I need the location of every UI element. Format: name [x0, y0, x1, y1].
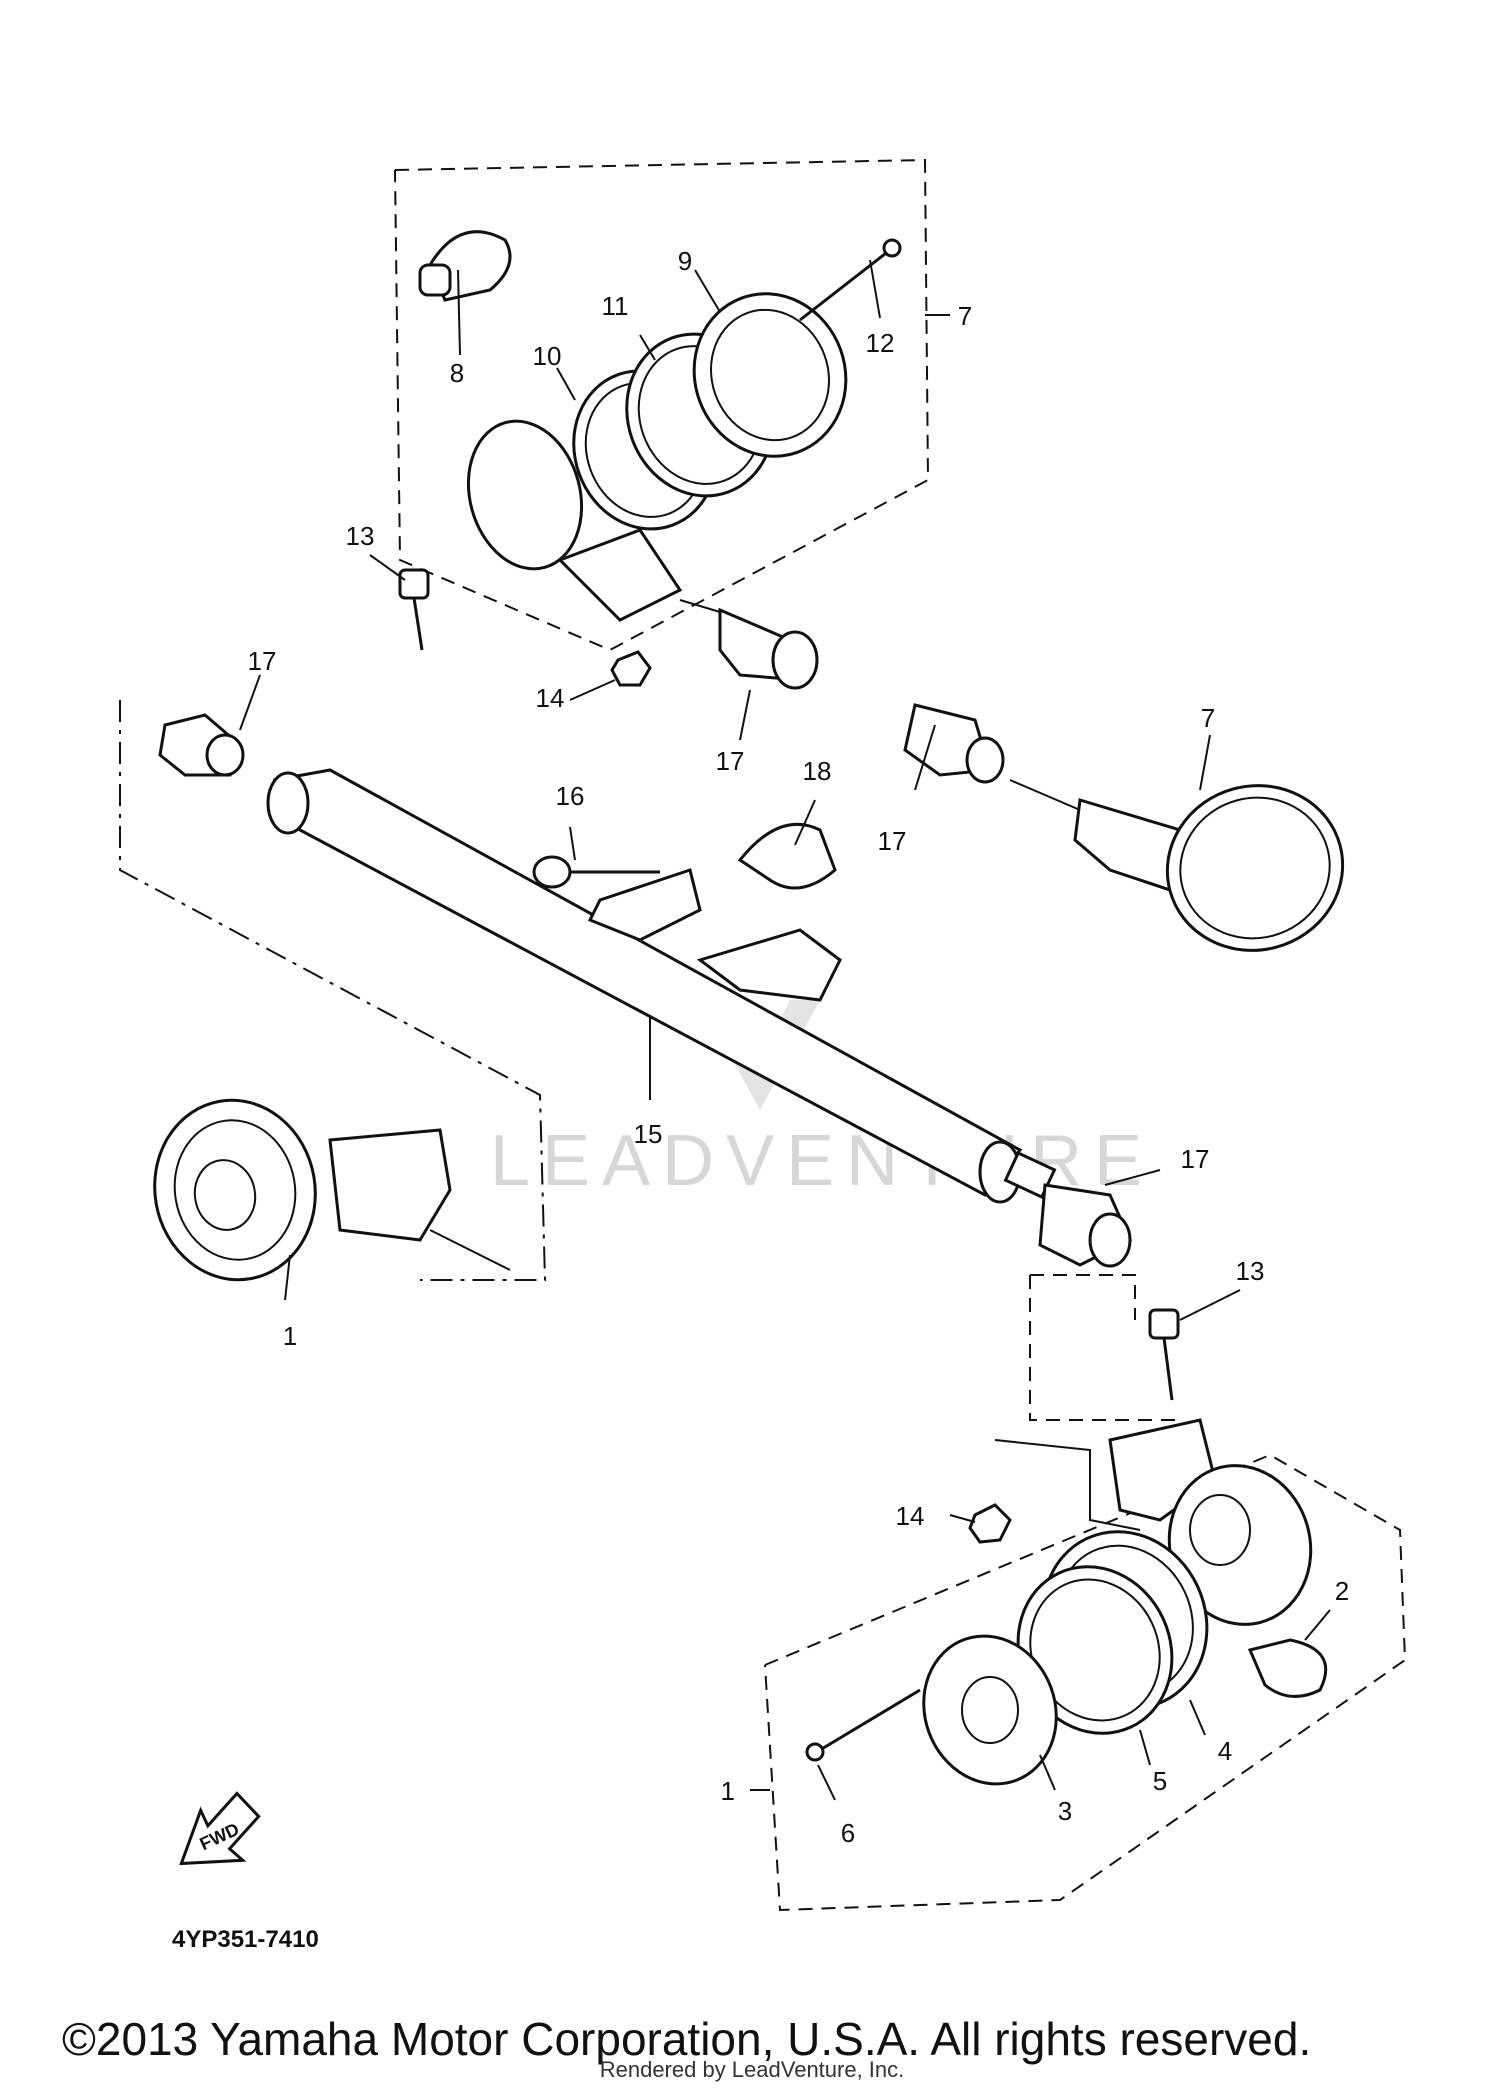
callout-13-upper: 13 — [346, 521, 375, 551]
lens-body-upper — [466, 292, 848, 622]
callout-17-upper: 17 — [716, 746, 745, 776]
copyright-text: ©2013 Yamaha Motor Corporation, U.S.A. A… — [62, 2013, 1311, 2065]
bolt-13-lower — [1148, 1308, 1180, 1401]
callout-5: 5 — [1153, 1766, 1167, 1796]
callout-7-right: 7 — [1201, 703, 1215, 733]
callout-8: 8 — [450, 358, 464, 388]
leader-lines — [239, 259, 1331, 1801]
callout-14-lower: 14 — [896, 1501, 925, 1531]
callout-15: 15 — [634, 1119, 663, 1149]
bulb-8 — [418, 230, 512, 302]
stay-15 — [266, 768, 1057, 1204]
callout-17-right: 17 — [878, 826, 907, 856]
callout-labels: 1 1 2 3 4 5 6 7 7 8 9 10 11 12 13 13 14 … — [248, 246, 1350, 1848]
callout-10: 10 — [533, 341, 562, 371]
callout-1-left: 1 — [283, 1321, 297, 1351]
callout-13-lower: 13 — [1236, 1256, 1265, 1286]
callout-2: 2 — [1335, 1576, 1349, 1606]
damper-17-right — [903, 703, 1005, 784]
turn-signal-1-left — [119, 700, 547, 1282]
bolt-16 — [532, 855, 842, 1002]
damper-17-upper — [718, 607, 819, 690]
callout-9: 9 — [678, 246, 692, 276]
callout-18: 18 — [803, 756, 832, 786]
bolt-13-upper — [398, 568, 430, 651]
upper-assembly-group — [394, 158, 930, 652]
damper-17-left — [158, 713, 245, 777]
bracket-18 — [737, 822, 837, 890]
nut-14-lower — [968, 1503, 1012, 1544]
rendered-by-text: Rendered by LeadVenture, Inc. — [600, 2057, 905, 2082]
callout-3: 3 — [1058, 1796, 1072, 1826]
turn-signal-7-right — [1009, 779, 1345, 952]
callout-4: 4 — [1218, 1736, 1232, 1766]
callout-7-upper: 7 — [958, 301, 972, 331]
damper-17-lower — [1038, 1183, 1132, 1268]
callout-17-lower: 17 — [1181, 1144, 1210, 1174]
callout-12: 12 — [866, 328, 895, 358]
callout-16: 16 — [556, 781, 585, 811]
callout-14-upper: 14 — [536, 683, 565, 713]
callout-1-lower: 1 — [721, 1776, 735, 1806]
lower-assembly-group — [764, 1274, 1407, 1912]
callout-17-left: 17 — [248, 646, 277, 676]
nut-14-upper — [610, 650, 652, 687]
callout-11: 11 — [602, 291, 629, 321]
callout-6: 6 — [841, 1818, 855, 1848]
fwd-arrow-icon: FWD — [179, 1791, 261, 1866]
part-code: 4YP351-7410 — [172, 1926, 319, 1953]
